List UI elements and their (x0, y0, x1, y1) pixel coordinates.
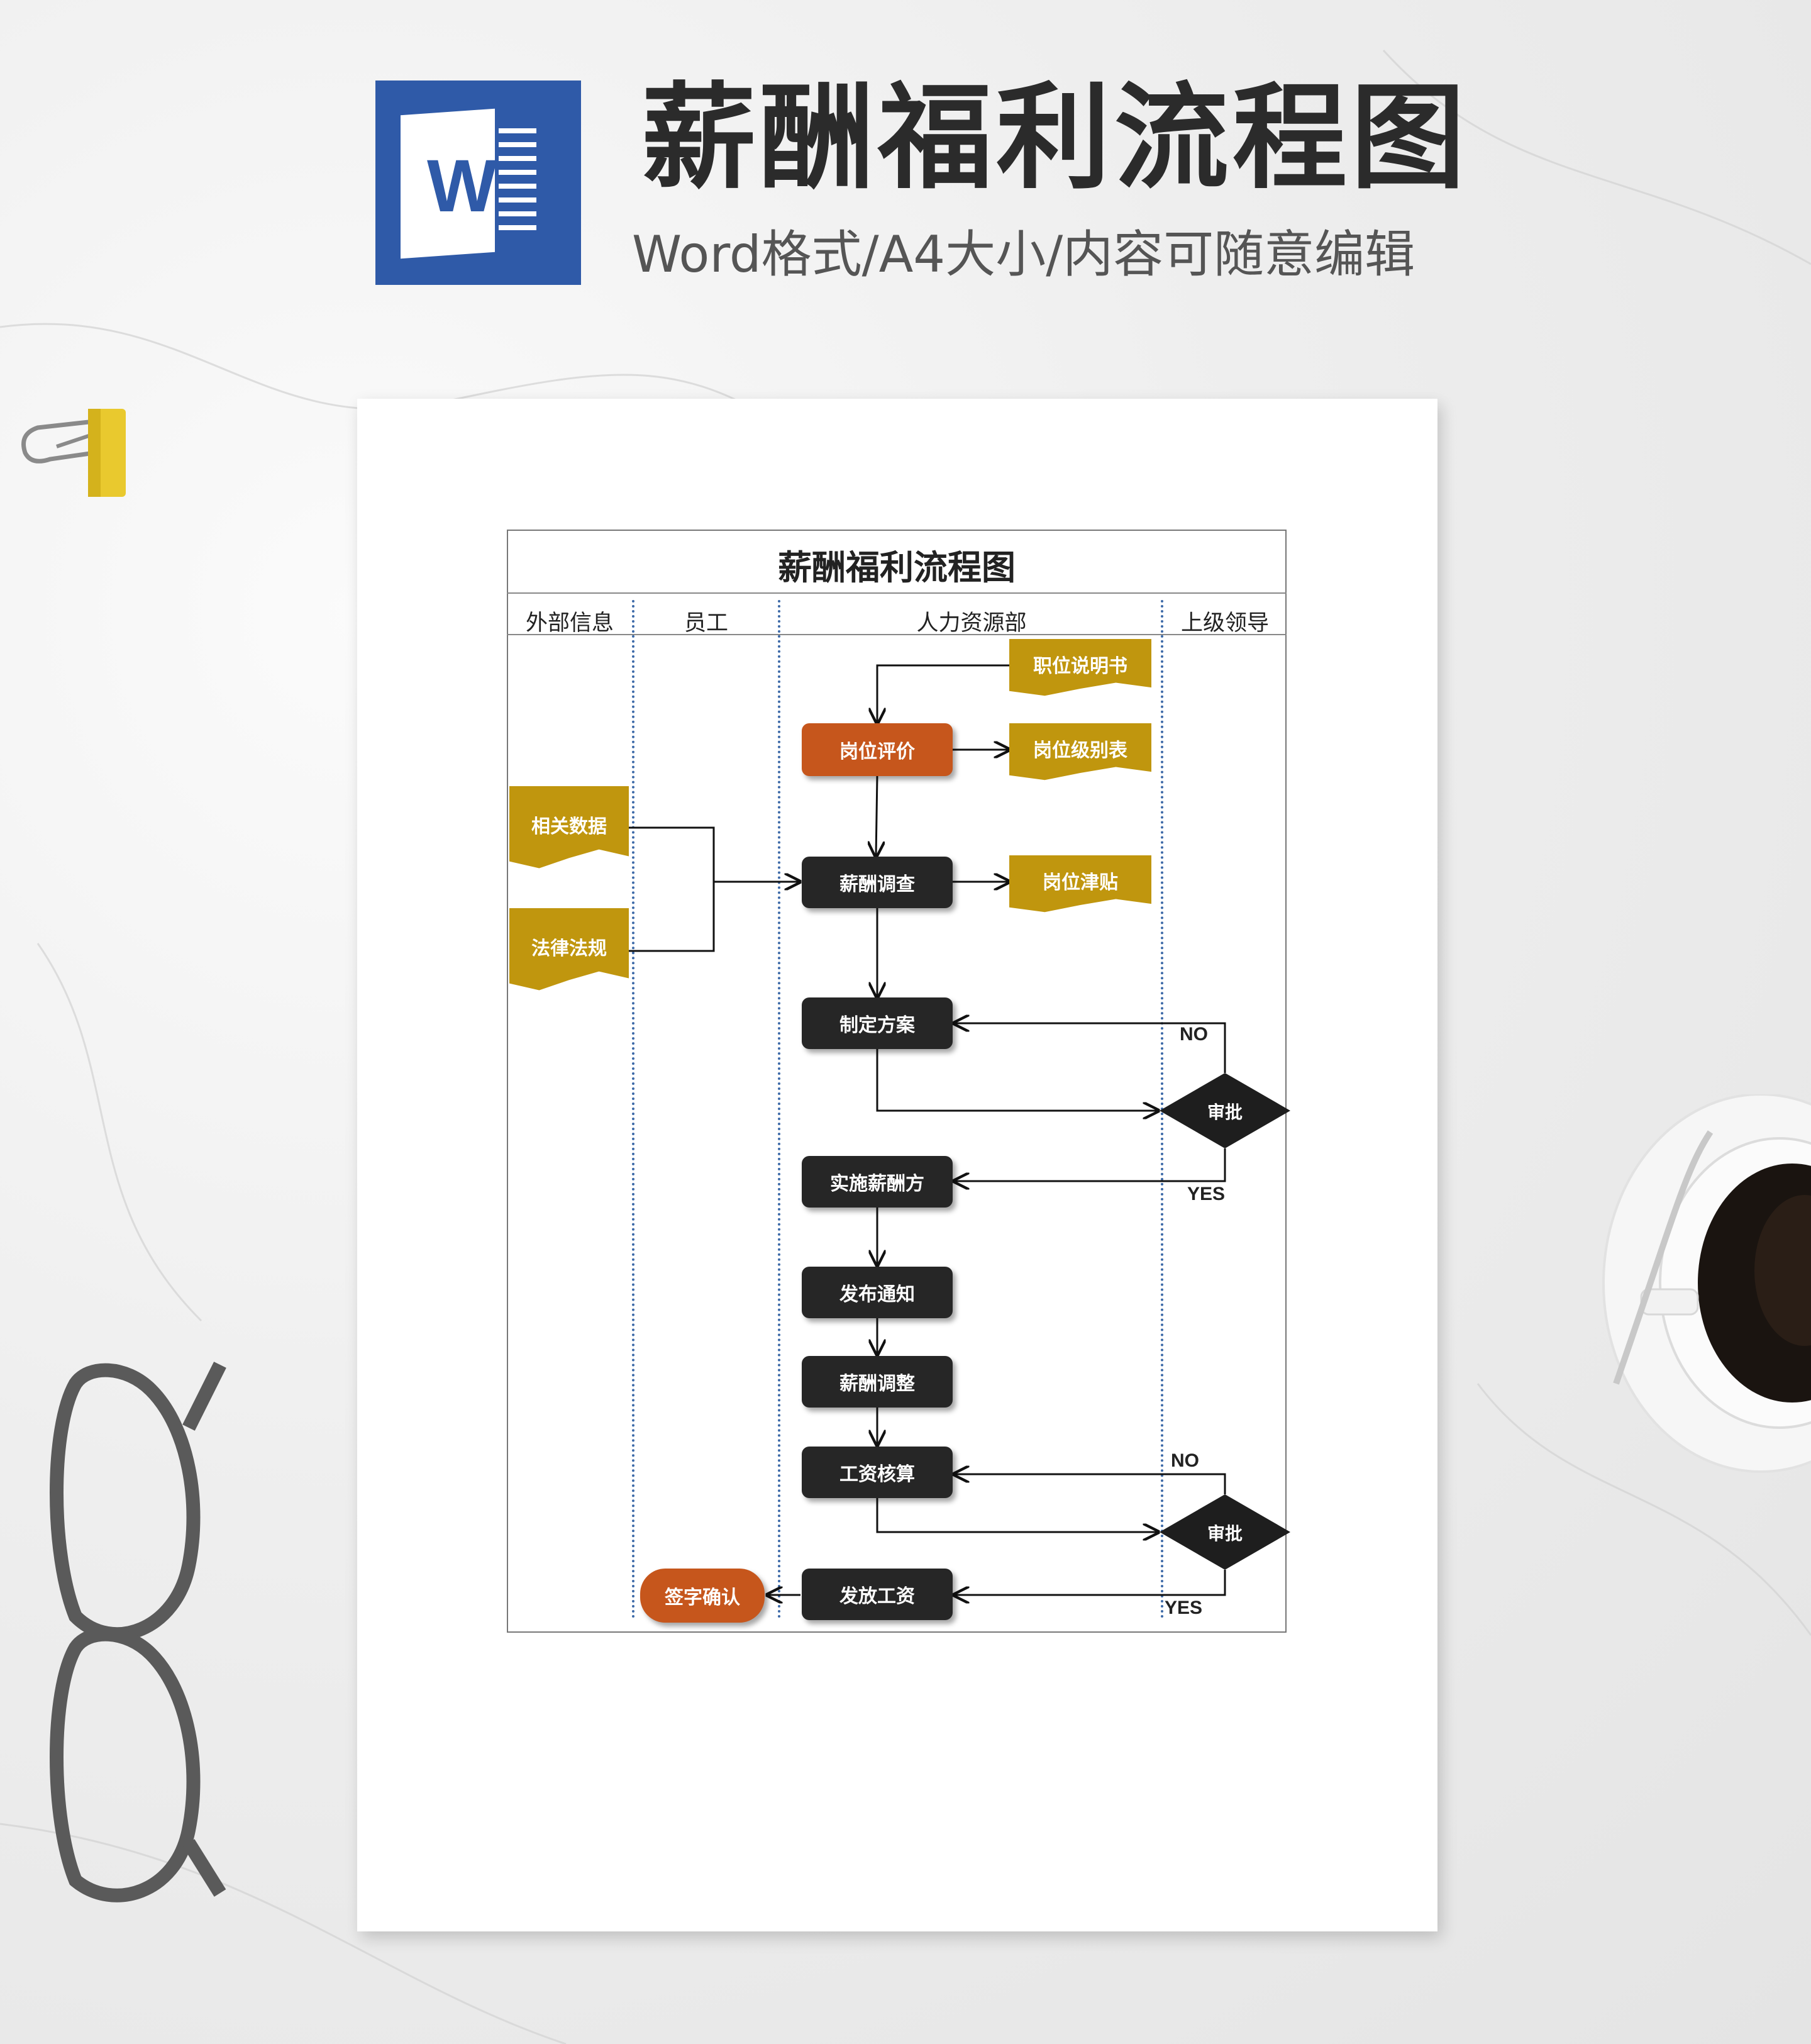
node-make-plan: 制定方案 (802, 997, 953, 1049)
coffee-cup-icon (1602, 1094, 1811, 1473)
page-subtitle: Word格式/A4大小/内容可随意编辑 (632, 225, 1415, 284)
node-adjust: 薪酬调整 (802, 1356, 953, 1408)
word-logo-icon: W (375, 81, 581, 285)
label-approve-2: 审批 (1207, 1523, 1243, 1544)
node-pay: 发放工资 (802, 1569, 953, 1620)
label-approve-1: 审批 (1207, 1102, 1243, 1123)
node-payroll: 工资核算 (802, 1447, 953, 1498)
diagram-title: 薪酬福利流程图 (778, 548, 1016, 587)
lane-employee: 员工 (684, 611, 728, 636)
node-job-description: 职位说明书 (1009, 639, 1151, 696)
lane-hr: 人力资源部 (916, 611, 1027, 636)
lane-external-info: 外部信息 (525, 611, 614, 636)
diagram-frame (507, 530, 1287, 1633)
lane-leader: 上级领导 (1180, 611, 1269, 636)
node-job-evaluation: 岗位评价 (802, 723, 953, 776)
branch-yes-1: YES (1187, 1184, 1226, 1204)
approval-diamond (1160, 1494, 1290, 1570)
node-publish: 发布通知 (802, 1267, 953, 1318)
lane-divider (778, 600, 780, 1619)
glasses-icon (50, 1362, 226, 1902)
binder-clip-icon (21, 409, 126, 497)
word-letter: W (427, 145, 497, 228)
branch-no-1: NO (1180, 1024, 1208, 1045)
header-separator (507, 634, 1287, 635)
node-salary-survey: 薪酬调查 (802, 857, 953, 908)
node-sign: 签字确认 (640, 1569, 765, 1623)
page-title: 薪酬福利流程图 (641, 71, 1469, 204)
branch-no-2: NO (1171, 1450, 1199, 1471)
branch-yes-2: YES (1165, 1597, 1203, 1618)
node-implement: 实施薪酬方 (802, 1156, 953, 1208)
word-lines (499, 128, 536, 239)
approval-diamond (1160, 1073, 1290, 1148)
title-separator (507, 592, 1287, 594)
lane-divider (632, 600, 634, 1619)
node-job-grade-table: 岗位级别表 (1009, 723, 1151, 780)
